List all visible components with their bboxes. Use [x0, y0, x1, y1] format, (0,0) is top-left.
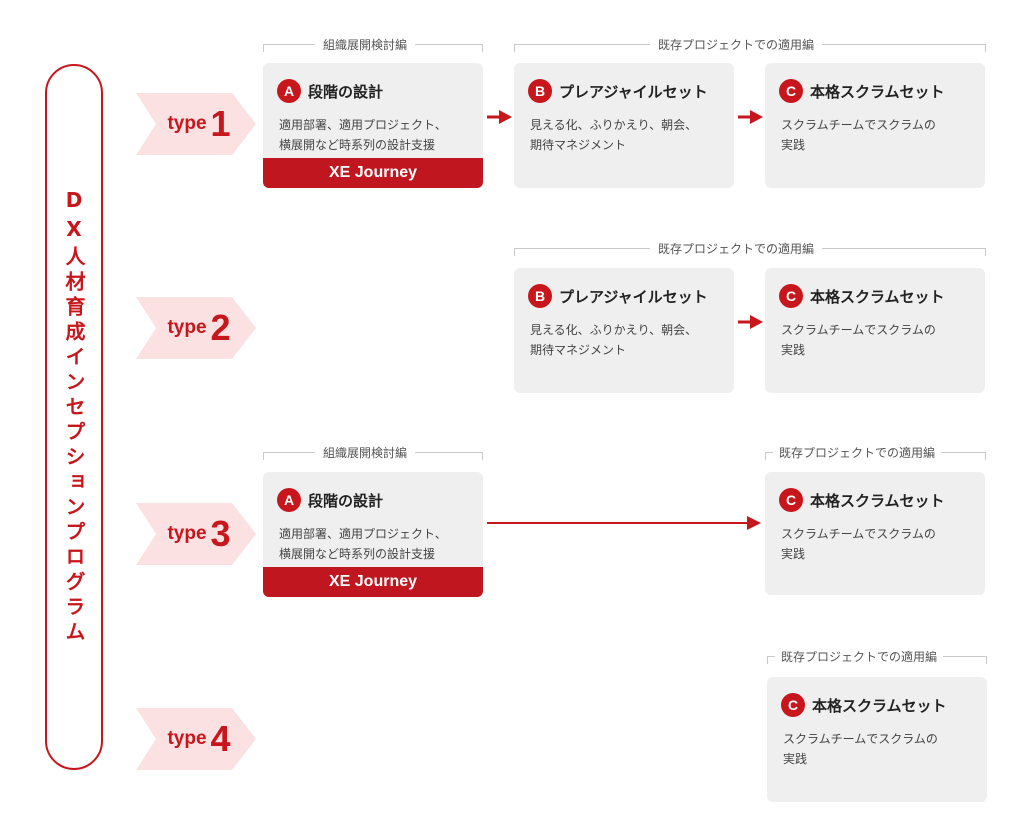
- arrow-right-icon: [738, 110, 763, 124]
- section-header-label: 組織展開検討編: [315, 36, 416, 53]
- section-header-existing: 既存プロジェクトでの適用編: [514, 36, 986, 53]
- card-description: スクラムチームでスクラムの 実践: [781, 323, 936, 357]
- type-word: type: [167, 113, 207, 134]
- card-b-pre-agile: B プレアジャイルセット 見える化、ふりかえり、朝会、 期待マネジメント: [514, 63, 734, 188]
- badge-c: C: [779, 284, 803, 308]
- section-header-label: 既存プロジェクトでの適用編: [650, 36, 823, 53]
- arrow-right-icon: [487, 110, 512, 124]
- section-header-existing: 既存プロジェクトでの適用編: [765, 444, 986, 461]
- section-header-existing: 既存プロジェクトでの適用編: [514, 240, 986, 257]
- card-description: 適用部署、適用プロジェクト、 横展開など時系列の設計支援: [279, 118, 447, 152]
- section-header-org: 組織展開検討編: [263, 444, 483, 461]
- tag-arrow-shape: [136, 93, 256, 155]
- card-description: 適用部署、適用プロジェクト、 横展開など時系列の設計支援: [279, 527, 447, 561]
- badge-c: C: [781, 693, 805, 717]
- arrow-right-icon: [738, 315, 763, 329]
- card-title: 本格スクラムセット: [810, 287, 945, 306]
- card-a-stage-design: A 段階の設計 適用部署、適用プロジェクト、 横展開など時系列の設計支援 XE J…: [263, 63, 483, 188]
- card-description: スクラムチームでスクラムの 実践: [783, 732, 938, 766]
- card-description: 見える化、ふりかえり、朝会、 期待マネジメント: [530, 323, 698, 357]
- section-header-label: 組織展開検討編: [315, 444, 416, 461]
- section-header-label: 既存プロジェクトでの適用編: [775, 648, 944, 665]
- card-c-full-scrum: C 本格スクラムセット スクラムチームでスクラムの 実践: [765, 472, 985, 595]
- type-word: type: [167, 728, 207, 749]
- card-description: 見える化、ふりかえり、朝会、 期待マネジメント: [530, 118, 698, 152]
- badge-a: A: [277, 79, 301, 103]
- section-header-label: 既存プロジェクトでの適用編: [773, 444, 942, 461]
- type-word: type: [167, 523, 207, 544]
- card-title: プレアジャイルセット: [559, 287, 708, 306]
- badge-b: B: [528, 284, 552, 308]
- card-c-full-scrum: C 本格スクラムセット スクラムチームでスクラムの 実践: [767, 677, 987, 802]
- card-c-full-scrum: C 本格スクラムセット スクラムチームでスクラムの 実践: [765, 63, 985, 188]
- section-header-org: 組織展開検討編: [263, 36, 483, 53]
- card-title: プレアジャイルセット: [559, 82, 708, 101]
- badge-a: A: [277, 488, 301, 512]
- tag-arrow-shape: [136, 708, 256, 770]
- card-a-stage-design: A 段階の設計 適用部署、適用プロジェクト、 横展開など時系列の設計支援 XE J…: [263, 472, 483, 597]
- type-number: 3: [210, 513, 231, 554]
- section-header-label: 既存プロジェクトでの適用編: [650, 240, 823, 257]
- card-description: スクラムチームでスクラムの 実践: [781, 118, 936, 152]
- type-number: 2: [210, 307, 231, 348]
- card-c-full-scrum: C 本格スクラムセット スクラムチームでスクラムの 実践: [765, 268, 985, 393]
- arrow-long-right-icon: [487, 516, 761, 530]
- badge-c: C: [779, 79, 803, 103]
- card-title: 本格スクラムセット: [810, 491, 945, 510]
- card-b-pre-agile: B プレアジャイルセット 見える化、ふりかえり、朝会、 期待マネジメント: [514, 268, 734, 393]
- program-title: DX人材育成インセプションプログラム: [62, 188, 86, 646]
- badge-c: C: [779, 488, 803, 512]
- card-description: スクラムチームでスクラムの 実践: [781, 527, 936, 561]
- type-word: type: [167, 317, 207, 338]
- tag-arrow-shape: [136, 297, 256, 359]
- card-title: 本格スクラムセット: [810, 82, 945, 101]
- section-header-existing: 既存プロジェクトでの適用編: [767, 648, 987, 665]
- badge-b: B: [528, 79, 552, 103]
- card-title: 段階の設計: [308, 491, 384, 510]
- type-number: 4: [210, 718, 231, 759]
- card-title: 段階の設計: [308, 82, 384, 101]
- card-title: 本格スクラムセット: [812, 696, 947, 715]
- type-number: 1: [210, 103, 231, 144]
- xe-journey-banner: XE Journey: [263, 567, 483, 597]
- tag-arrow-shape: [136, 503, 256, 565]
- xe-journey-banner: XE Journey: [263, 158, 483, 188]
- program-pill: DX人材育成インセプションプログラム: [45, 64, 103, 770]
